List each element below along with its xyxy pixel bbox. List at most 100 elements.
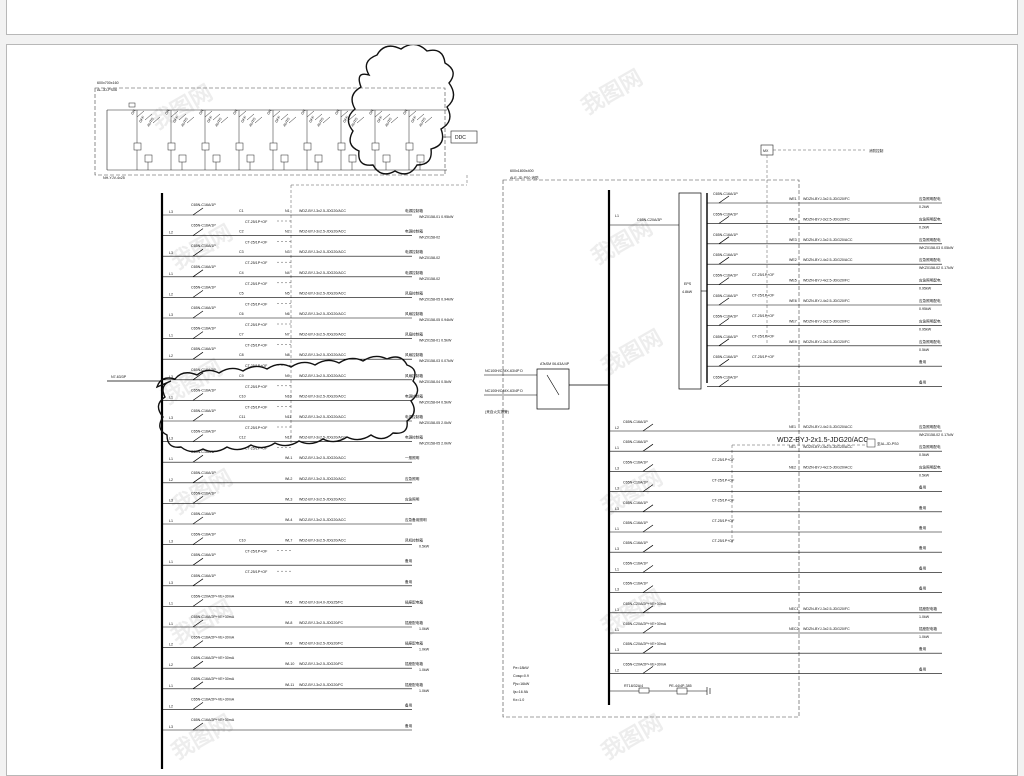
eps-breaker-spec: C65N-C16A/1P xyxy=(713,314,738,318)
circuit-load-value: WKZ0158-02 0.17kW xyxy=(919,433,954,437)
eps-load-name: 应急照明配电 xyxy=(919,257,941,262)
circuit-breaker-spec: C65N-C16A/1P xyxy=(191,285,216,289)
circuit-cable: WDZ-BYJ-3x2.5-JDG20/ACC xyxy=(299,209,346,213)
circuit-breaker-spec: C65N-C16A/1P xyxy=(191,244,216,248)
circuit-breaker-spec: C65N-C16A/1P xyxy=(623,561,648,565)
circuit-load-value: 1.0kW xyxy=(919,615,930,619)
circuit-load-name: 应急照明配电 xyxy=(919,464,941,469)
circuit-load-name: 风扇控制箱 xyxy=(405,332,423,337)
circuit-breaker-spec: C65N-C16A/1P xyxy=(623,501,648,505)
circuit-cable: WDZ-BYJ-3x2.5-JDG20/FC xyxy=(299,683,344,687)
circuit-load-name: 插座配电箱 xyxy=(919,606,937,611)
circuit-phase: L3 xyxy=(169,251,173,255)
switch-label: ON xyxy=(300,108,306,115)
eps-breaker-spec: C65N-C16A/1P xyxy=(713,274,738,278)
switch-label: AUTO xyxy=(282,117,291,128)
relay-coil-icon xyxy=(133,142,142,151)
eps-circuit-number: WE5 xyxy=(789,279,797,283)
circuit-cable: WDZN-BYJ-4x2.5-JDG20/ACC xyxy=(803,465,853,469)
selector-switch-icon xyxy=(254,116,263,124)
breaker-icon xyxy=(192,702,204,710)
circuit-phase: L3 xyxy=(615,588,619,592)
watermark: 我图网 xyxy=(587,215,657,270)
breaker-icon xyxy=(192,269,204,278)
contactor-icon xyxy=(382,154,391,163)
circuit-cable: WDZ-BYJ-3x2.5-JDG20/ACC xyxy=(299,271,346,275)
eps-breaker-spec: C65N-C16A/1P xyxy=(713,376,738,380)
switch-label: ON xyxy=(232,108,238,115)
circuit-number: WL1 xyxy=(285,456,292,460)
control-input-label: NH-YJV-4x25 xyxy=(103,176,125,180)
circuit-breaker-spec: C65N-C16A/2P+VE+30mA xyxy=(191,615,235,619)
breaker-icon xyxy=(192,516,204,525)
selector-switch-icon xyxy=(356,116,365,124)
circuit-breaker-spec: C65N-C16A/1P xyxy=(191,574,216,578)
circuit-load-name: 应急照明配电 xyxy=(919,444,941,449)
control-fuse xyxy=(128,102,136,108)
circuit-phase: L1 xyxy=(615,628,619,632)
circuit-load-name: 电源控制箱 xyxy=(405,414,423,419)
switch-label: AUTO xyxy=(248,117,257,128)
ct-spec: CT-25/1P+OF xyxy=(712,499,735,503)
circuit-cable: WDZ-BYJ-3x2.5-JDG20/ACC xyxy=(299,374,346,378)
circuit-load-name: 应急照明配电 xyxy=(919,424,941,429)
breaker-icon xyxy=(642,585,654,593)
breaker-icon xyxy=(192,207,204,216)
summary-pjs: Pjs=16kW xyxy=(513,682,530,686)
eps-load-name: 应急照明配电 xyxy=(919,196,941,201)
circuit-phase: L3 xyxy=(169,498,173,502)
switch-label: OFF xyxy=(342,115,349,124)
circuit-phase: L3 xyxy=(615,608,619,612)
circuit-breaker-spec: C65N-C16A/1P xyxy=(623,481,648,485)
diagram-frame: 我图网 我图网 我图网 我图网 我图网 我图网 我图网 我图网 我图网 我图网 … xyxy=(6,43,1018,776)
eps-circuit-number: WE1 xyxy=(789,197,797,201)
eps-breaker-spec: C65N-C16A/1P xyxy=(713,355,738,359)
circuit-load-name: 电源控制箱 xyxy=(405,249,423,254)
breaker-icon xyxy=(718,358,730,367)
relay-coil-icon xyxy=(201,142,210,151)
circuit-load-value: WKZ0158-05 0.94kW xyxy=(419,297,454,301)
circuit-load-name: 风扇控制箱 xyxy=(405,373,423,378)
ct-spec: CT-25/1P+OF xyxy=(245,282,268,286)
circuit-breaker-spec: C65N-C16A/1P xyxy=(191,327,216,331)
relay-coil-icon xyxy=(303,142,312,151)
breaker-icon xyxy=(642,666,654,674)
watermark: 我图网 xyxy=(597,465,667,520)
circuit-cable: WDZ-BYJ-3x2.5-JDG20/ACC xyxy=(299,456,346,460)
ct-label: C6 xyxy=(239,312,244,316)
panel2-outline xyxy=(502,179,800,718)
circuit-load-value: WKZ0158-02 xyxy=(419,277,440,281)
selector-switch-icon xyxy=(322,116,331,124)
circuit-breaker-spec: C65N-C16A/1P xyxy=(191,347,216,351)
circuit-load-name: 备用 xyxy=(919,565,927,570)
circuit-phase: L1 xyxy=(169,601,173,605)
ats-label: ATsSM 06-63A/4P xyxy=(540,362,570,366)
circuit-phase: L2 xyxy=(169,643,173,647)
circuit-breaker-spec: C65N-C16A/1P xyxy=(623,420,648,424)
panel1-incoming-label: N7-63/3P xyxy=(111,375,127,379)
ct-spec: CT-25/1P+OF xyxy=(245,220,268,224)
eps-load-value: 0.95kW xyxy=(919,307,932,311)
breaker-icon xyxy=(718,195,730,204)
eps-ct-spec: CT-25/1P+OF xyxy=(752,355,775,359)
circuit-cable: WDZ-BYJ-3x2.5-JDG20/ACC xyxy=(299,539,346,543)
ct-label: C8 xyxy=(239,353,244,357)
circuit-load-name: 电源控制箱 xyxy=(405,393,423,398)
circuit-phase: L2 xyxy=(169,478,173,482)
circuit-number: N7 xyxy=(285,333,290,337)
circuit-number: NEC1 xyxy=(789,607,799,611)
circuit-number: N11 xyxy=(285,415,291,419)
circuit-number: N9 xyxy=(285,374,290,378)
ct-spec: CT-25/1P+OF xyxy=(712,539,735,543)
circuit-breaker-spec: C65N-C20A/2P+VE+30mA xyxy=(623,622,667,626)
eps-load-value: 0.2kW xyxy=(919,225,930,229)
circuit-phase: L2 xyxy=(169,231,173,235)
eps-ct-spec: CT-25/1P+OF xyxy=(752,273,775,277)
switch-label: AUTO xyxy=(384,117,393,128)
switch-label: AUTO xyxy=(146,117,155,128)
circuit-cable: WDZ-BYJ-3x2.5-JDG20/ACC xyxy=(299,497,346,501)
circuit-cable: WDZ-BYJ-3x2.5-JDG20/ACC xyxy=(299,230,346,234)
eps-load-value: 0.2kW xyxy=(919,205,930,209)
switch-label: ON xyxy=(402,108,408,115)
